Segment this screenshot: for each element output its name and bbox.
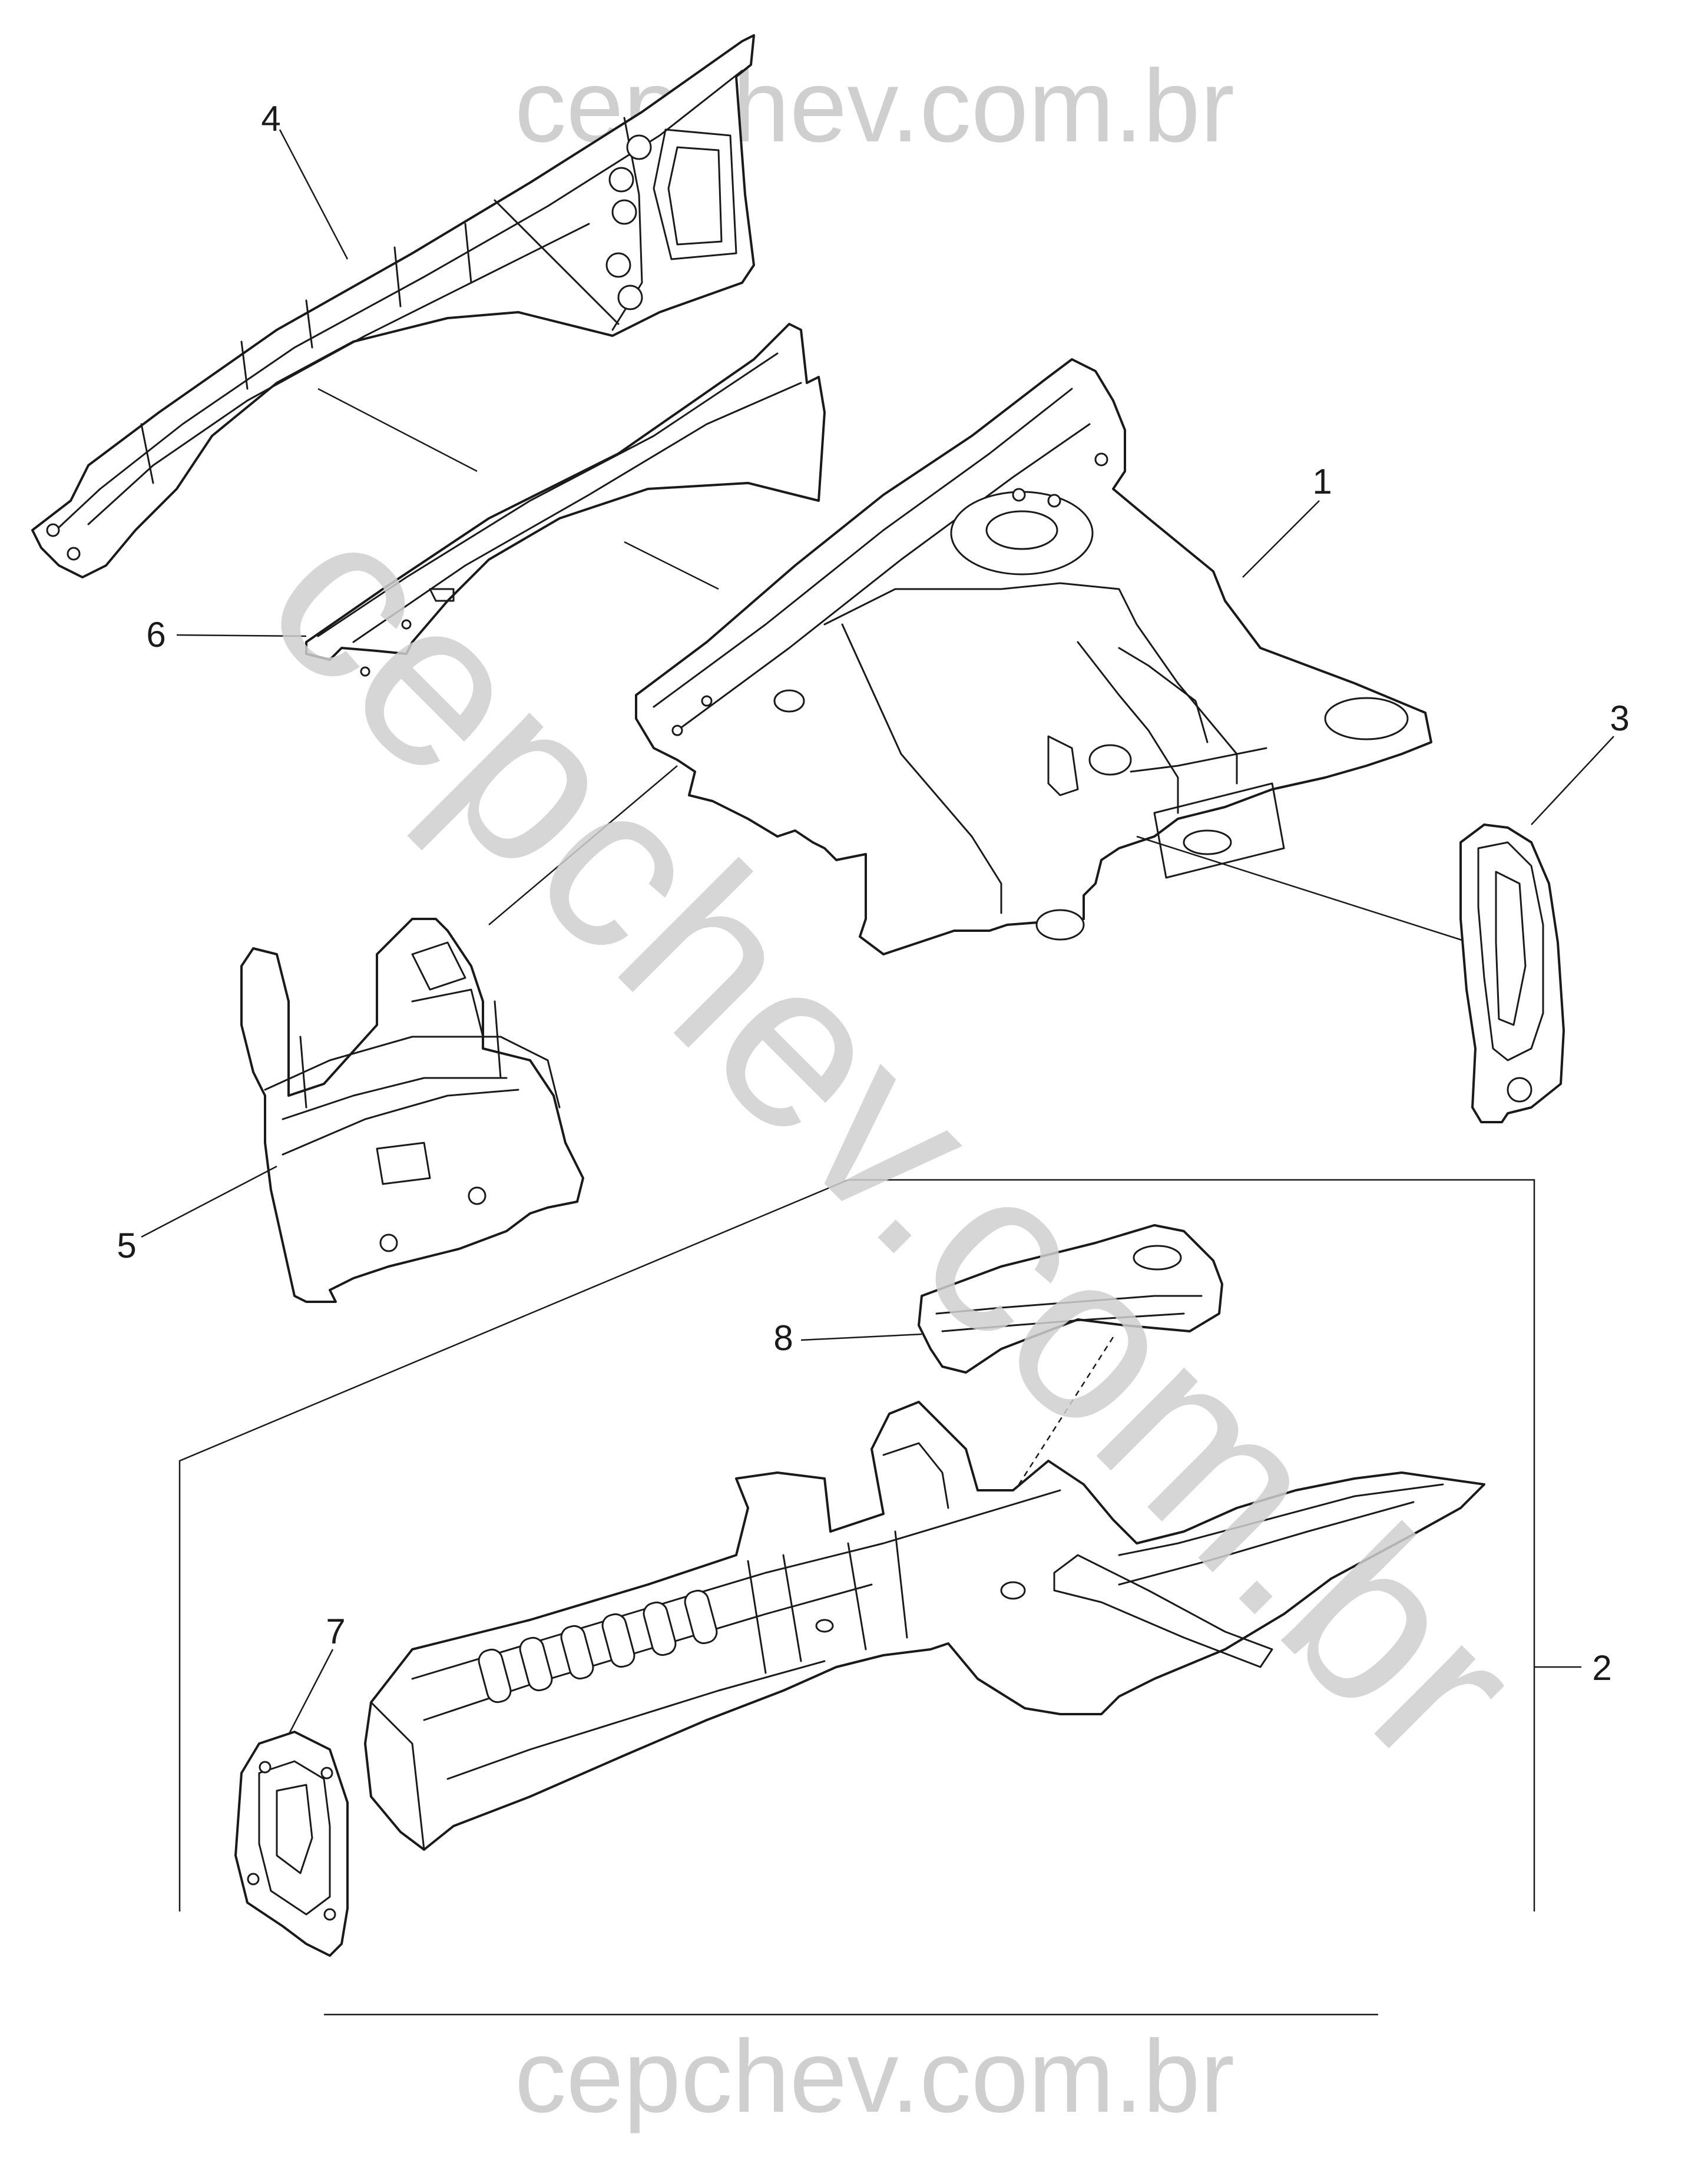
part-8-reinforcement [918,1224,1223,1374]
callout-1: 1 [1312,462,1332,501]
callout-6: 6 [146,615,165,654]
leader-1-to-5 [488,765,678,925]
part-3-bracket [1459,823,1565,1123]
leader-7 [287,1649,334,1735]
leader-6-dash-b [624,541,719,590]
leader-6-dash-a [317,388,478,472]
leader-1 [1242,500,1320,578]
part-2-lower-rail [364,1401,1485,1851]
callout-8: 8 [773,1318,793,1358]
leader-8 [800,1333,922,1341]
part-1-strut-tower-assembly [635,358,1432,955]
rail-slots [478,1589,718,1704]
leader-8-dashed [1018,1337,1114,1485]
part-5-mount-bracket [240,918,584,1303]
callout-2: 2 [1592,1648,1611,1688]
group-frame-2 [178,1179,1535,1911]
part-4-upper-rail [31,34,755,578]
callout-7: 7 [326,1612,345,1651]
callout-5: 5 [117,1226,136,1265]
leader-6 [176,634,307,637]
callout-3: 3 [1610,699,1629,738]
leader-1-to-3 [1136,835,1470,944]
watermark-bottom: cepchev.com.br [515,2019,1234,2134]
leader-3 [1531,736,1614,825]
part-7-end-plate [234,1731,349,1957]
leader-5 [141,1165,277,1238]
part-6-wheel-arch-panel [305,323,826,677]
callout-4: 4 [261,99,280,138]
leader-4 [279,129,349,260]
